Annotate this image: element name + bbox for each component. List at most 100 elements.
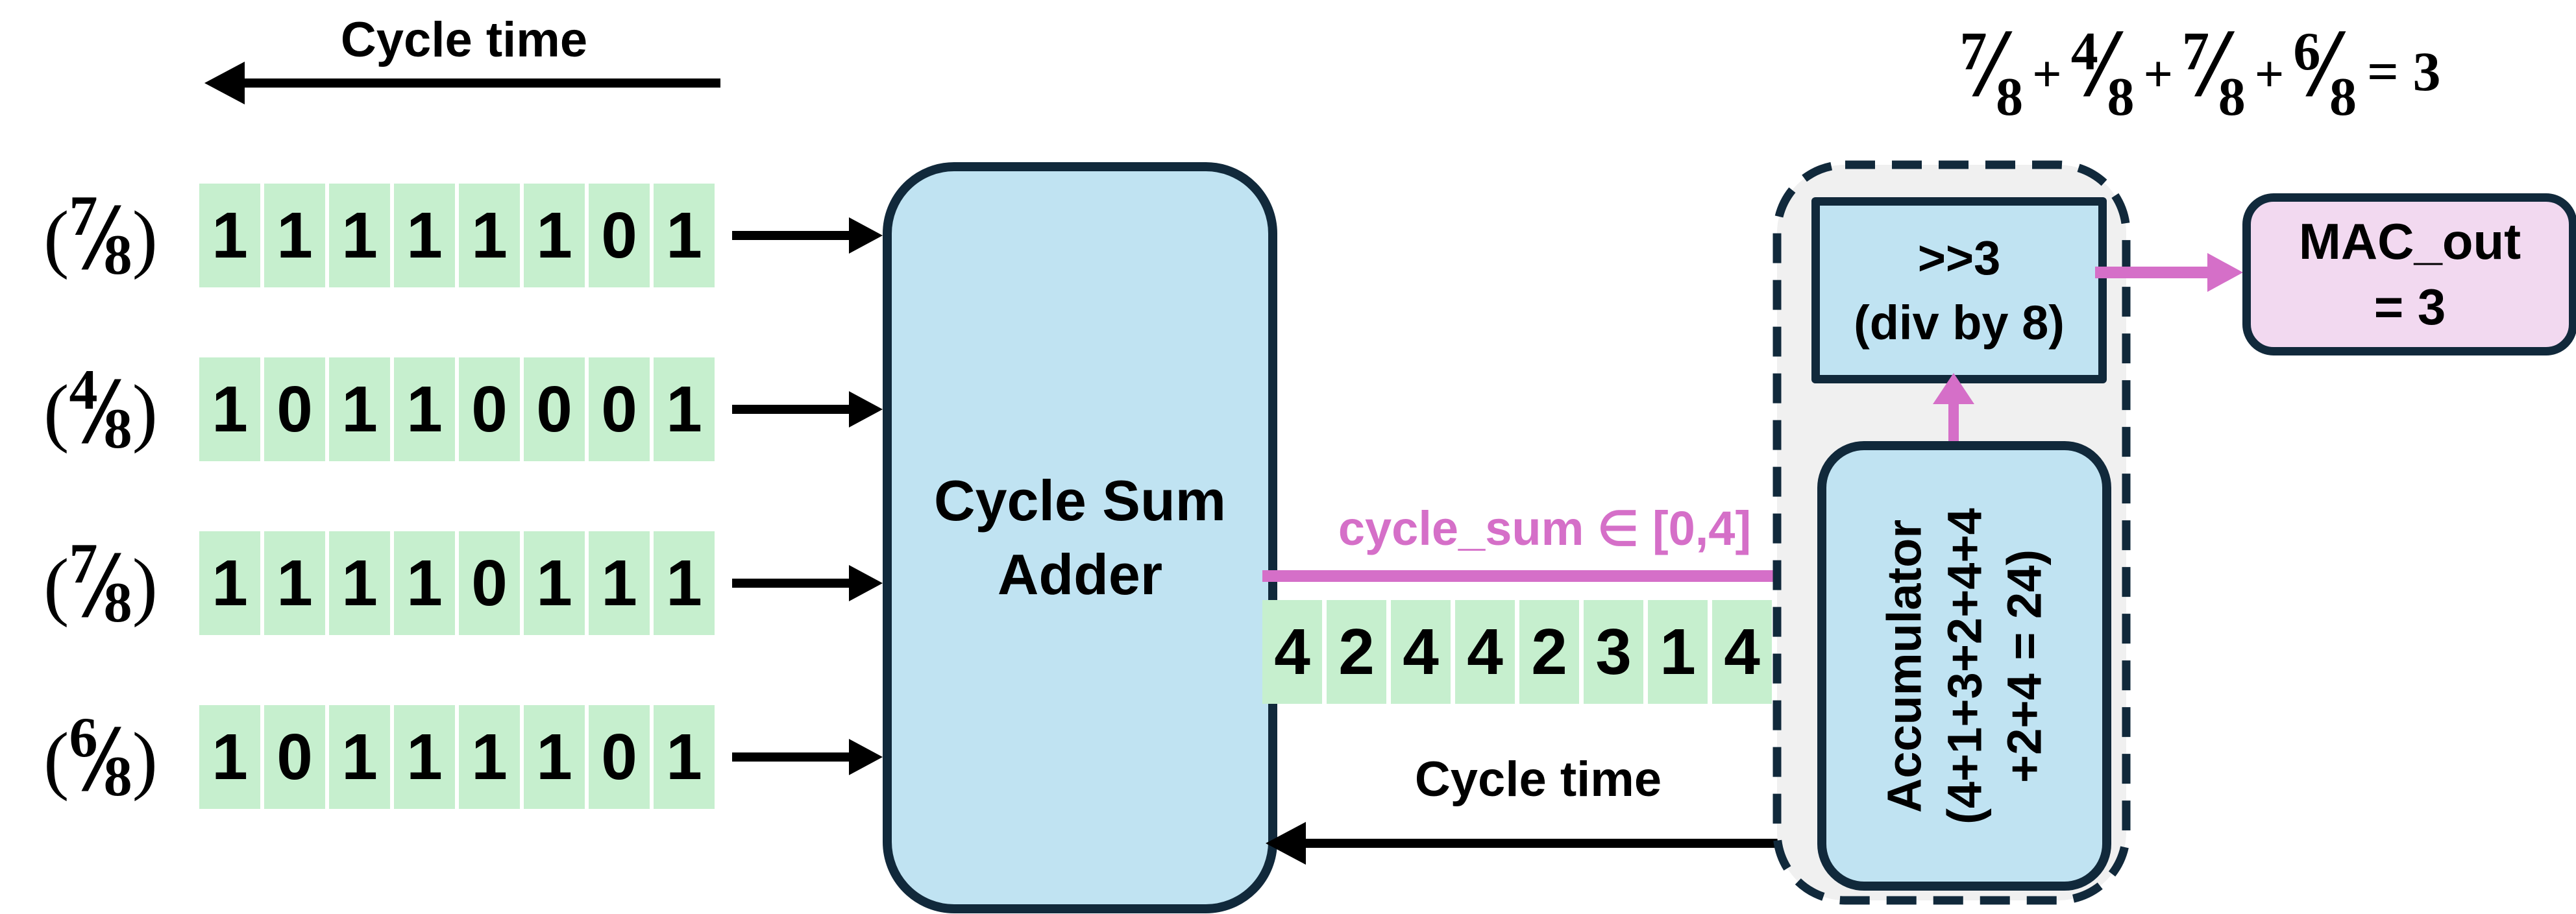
bit-cell: 0 xyxy=(459,357,520,461)
fraction-slash: / xyxy=(2311,9,2338,117)
cycle-time-bottom-left-arrow-icon xyxy=(1266,822,1778,865)
fraction-denominator: 8 xyxy=(1996,67,2024,127)
mac-right-arrow-icon xyxy=(2095,253,2244,292)
bit-cell: 1 xyxy=(524,531,585,635)
arrow-head xyxy=(849,391,883,427)
cycle-sum-cell: 4 xyxy=(1455,600,1515,704)
fraction-denominator: 8 xyxy=(103,571,132,634)
paren-close: ) xyxy=(132,543,158,628)
equation-fraction: 6/8 xyxy=(2293,14,2357,127)
cycle-sum-cell: 3 xyxy=(1584,600,1643,704)
cycle-sum-cell: 4 xyxy=(1262,600,1322,704)
bit-cell: 1 xyxy=(459,184,520,287)
fraction-denominator: 8 xyxy=(2218,67,2246,127)
paren-open: ( xyxy=(43,369,69,454)
bit-cell: 1 xyxy=(394,357,455,461)
cycle-sum-adder-box: Cycle Sum Adder xyxy=(883,162,1277,913)
arrow-shaft xyxy=(732,405,852,414)
bit-cell: 1 xyxy=(264,531,325,635)
bit-cell: 1 xyxy=(329,357,390,461)
equation-fraction: 4/8 xyxy=(2071,14,2135,127)
bit-cell: 0 xyxy=(589,357,650,461)
accumulator-up-arrow-icon xyxy=(1933,373,1974,443)
paren-open: ( xyxy=(43,195,69,280)
plus-operator: + xyxy=(2254,46,2285,103)
paren-close: ) xyxy=(132,195,158,280)
arrow-shaft xyxy=(732,579,852,588)
accumulator-label-line1: Accumulator xyxy=(1876,519,1931,813)
plus-operator: + xyxy=(2143,46,2174,103)
fraction-numerator: 7 xyxy=(69,184,98,248)
input-fraction-label: (7/8) xyxy=(43,184,158,290)
bit-cell: 1 xyxy=(199,184,260,287)
fraction-numerator: 6 xyxy=(2293,21,2321,82)
cycle-sum-cell: 2 xyxy=(1519,600,1579,704)
bit-cell: 1 xyxy=(394,531,455,635)
input-right-arrow-icon xyxy=(732,565,883,601)
accumulator-label-line2: (4+1+3+2+4+4 xyxy=(1937,507,1991,824)
cycle-sum-cell: 1 xyxy=(1648,600,1708,704)
bit-cell: 1 xyxy=(329,184,390,287)
bit-cell: 0 xyxy=(524,357,585,461)
arrow-head xyxy=(849,217,883,254)
cycle-sum-right-arrow-icon xyxy=(1262,555,1821,597)
fraction-slash: / xyxy=(1978,9,2006,117)
adder-label-line1: Cycle Sum xyxy=(934,468,1226,533)
input-right-arrow-icon xyxy=(732,739,883,775)
arrow-shaft xyxy=(1948,402,1959,443)
cycle-sum-cell: 4 xyxy=(1712,600,1772,704)
bit-cell: 1 xyxy=(654,531,715,635)
bit-cell: 1 xyxy=(654,184,715,287)
equation-fraction: 7/8 xyxy=(1959,14,2023,127)
bit-cell: 1 xyxy=(199,705,260,809)
bit-cell: 0 xyxy=(589,705,650,809)
arrow-head xyxy=(1266,822,1306,865)
fraction-denominator: 8 xyxy=(103,223,132,287)
shifter-label-line1: >>3 xyxy=(1917,230,2001,285)
accumulator-rotated-text: Accumulator (4+1+3+2+4+4 +2+4 = 24) xyxy=(1874,459,2055,874)
mac-out-box: MAC_out = 3 xyxy=(2242,193,2576,355)
input-fraction-label: (7/8) xyxy=(43,531,158,638)
input-right-arrow-icon xyxy=(732,391,883,427)
cycle-sum-cell: 4 xyxy=(1391,600,1451,704)
bit-cell: 0 xyxy=(459,531,520,635)
mac-out-label-line1: MAC_out xyxy=(2298,212,2521,270)
fraction-slash: / xyxy=(2089,9,2116,117)
bit-cell: 1 xyxy=(264,184,325,287)
bit-cell: 1 xyxy=(459,705,520,809)
cycle-sum-cell: 2 xyxy=(1327,600,1386,704)
arrow-head xyxy=(1933,373,1974,404)
equation-result: = 3 xyxy=(2367,40,2441,102)
arrow-shaft xyxy=(732,231,852,240)
bit-cell: 0 xyxy=(589,184,650,287)
fraction-numerator: 7 xyxy=(2182,21,2210,82)
arrow-shaft xyxy=(732,752,852,762)
arrow-head xyxy=(849,565,883,601)
bit-cell: 1 xyxy=(524,705,585,809)
arrow-head xyxy=(849,739,883,775)
fraction-denominator: 8 xyxy=(103,745,132,808)
equation-fraction: 7/8 xyxy=(2182,14,2246,127)
mac-out-label-line2: = 3 xyxy=(2374,278,2446,335)
input-right-arrow-icon xyxy=(732,217,883,254)
arrow-shaft xyxy=(240,78,720,88)
fraction-denominator: 8 xyxy=(2107,67,2135,127)
fraction-numerator: 7 xyxy=(1959,21,1987,82)
fraction-numerator: 7 xyxy=(69,532,98,595)
bit-cell: 0 xyxy=(264,705,325,809)
bit-cell: 1 xyxy=(524,184,585,287)
bit-cell: 1 xyxy=(589,531,650,635)
equation: 7/8 + 4/8 + 7/8 + 6/8 = 3 xyxy=(1837,10,2564,156)
paren-open: ( xyxy=(43,543,69,628)
fraction-numerator: 4 xyxy=(2070,21,2098,82)
accumulator-label-line3: +2+4 = 24) xyxy=(1996,549,2051,783)
bit-cell: 1 xyxy=(394,705,455,809)
cycle-sum-label: cycle_sum ∈ [0,4] xyxy=(1338,501,1752,555)
cycle-time-bottom-label: Cycle time xyxy=(1414,752,1662,807)
paren-close: ) xyxy=(132,369,158,454)
